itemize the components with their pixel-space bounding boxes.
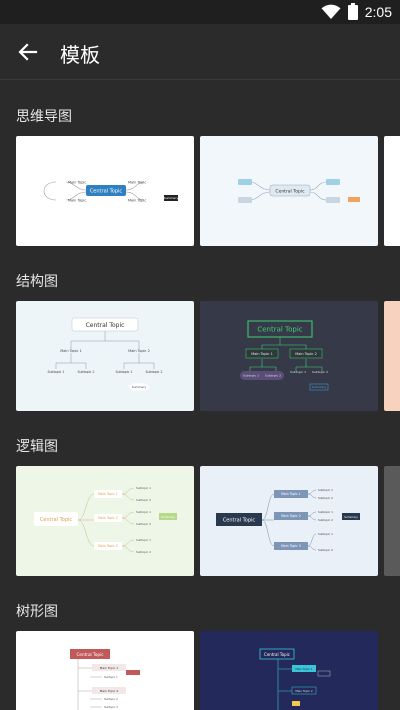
svg-text:Main Topic 2: Main Topic 2 — [100, 689, 119, 693]
svg-text:Main Topic 2: Main Topic 2 — [295, 689, 312, 693]
central-topic: Central Topic — [275, 189, 305, 195]
svg-text:Subtopic 2: Subtopic 2 — [136, 550, 151, 554]
template-row-logic[interactable]: Central Topic Main Topic 1 Main Topic 2 … — [16, 466, 400, 576]
section-title-structure: 结构图 — [16, 274, 58, 290]
svg-text:Main Topic 2: Main Topic 2 — [98, 516, 118, 520]
central-topic: Central Topic — [40, 517, 73, 523]
back-button[interactable] — [14, 38, 42, 66]
app-bar: 模板 — [0, 24, 400, 80]
template-card-partial[interactable] — [384, 466, 400, 576]
svg-text:Subtopic 1: Subtopic 1 — [136, 538, 151, 542]
svg-text:Subtopic 1: Subtopic 1 — [318, 488, 333, 492]
template-card[interactable]: Central Topic Main Topic Main Topic Main… — [16, 136, 194, 246]
template-row-structure[interactable]: Central Topic Main Topic 1 Main Topic 2 … — [16, 301, 400, 411]
arrow-left-icon — [18, 43, 38, 61]
svg-text:Subtopic 1: Subtopic 1 — [136, 510, 151, 514]
template-preview: Central Topic Main Topic 1 Main Topic 2 … — [70, 649, 140, 710]
svg-text:Main Topic: Main Topic — [128, 199, 146, 203]
svg-text:Summary: Summary — [161, 515, 175, 519]
wifi-icon — [321, 4, 341, 19]
template-preview: Central Topic Main Topic 1 Main Topic 2 — [259, 648, 331, 710]
svg-text:Main Topic: Main Topic — [68, 181, 86, 185]
template-card[interactable]: Central Topic Main Topic 1 Main Topic 2 … — [200, 301, 378, 411]
svg-text:Subtopic 1: Subtopic 1 — [243, 374, 259, 378]
svg-text:Subtopic 2: Subtopic 2 — [136, 522, 151, 526]
svg-text:Subtopic 1: Subtopic 1 — [116, 370, 133, 374]
template-row-mindmap[interactable]: Central Topic Main Topic Main Topic Main… — [16, 136, 400, 246]
svg-text:Summary: Summary — [344, 515, 358, 519]
svg-text:Subtopic 1: Subtopic 1 — [136, 486, 151, 490]
central-topic: Central Topic — [223, 518, 256, 524]
svg-text:Subtopic 2: Subtopic 2 — [318, 548, 333, 552]
template-card-partial[interactable] — [384, 301, 400, 411]
svg-text:Subtopic 2: Subtopic 2 — [318, 518, 333, 522]
svg-text:Main Topic 2: Main Topic 2 — [128, 349, 150, 353]
svg-text:Summary: Summary — [132, 385, 147, 389]
svg-text:Subtopic 2: Subtopic 2 — [104, 697, 118, 701]
svg-text:Subtopic 2: Subtopic 2 — [136, 498, 151, 502]
svg-text:Summary: Summary — [164, 196, 179, 200]
template-card[interactable]: Central Topic — [200, 136, 378, 246]
svg-text:Subtopic 1: Subtopic 1 — [318, 510, 333, 514]
template-card[interactable]: Central Topic Main Topic 1 Main Topic 2 … — [16, 301, 194, 411]
template-preview: Central Topic Main Topic Main Topic Main… — [43, 181, 179, 203]
svg-text:Main Topic: Main Topic — [128, 181, 146, 185]
template-card-partial[interactable] — [384, 136, 400, 246]
template-preview: Central Topic Main Topic 1 Main Topic 2 … — [48, 317, 163, 391]
template-preview: Central Topic — [238, 179, 360, 203]
svg-text:Main Topic 2: Main Topic 2 — [281, 514, 301, 518]
svg-text:Subtopic 1: Subtopic 1 — [104, 675, 118, 679]
template-card[interactable]: Central Topic Main Topic 1 Main Topic 2 … — [16, 466, 194, 576]
svg-text:Subtopic 2: Subtopic 2 — [146, 370, 163, 374]
svg-text:Summary: Summary — [312, 385, 327, 389]
svg-text:Subtopic 2: Subtopic 2 — [312, 370, 328, 374]
svg-text:Subtopic 1: Subtopic 1 — [290, 370, 306, 374]
battery-icon — [347, 3, 358, 20]
status-time: 2:05 — [364, 3, 392, 20]
central-topic: Central Topic — [257, 326, 302, 334]
svg-text:Subtopic 1: Subtopic 1 — [318, 532, 333, 536]
template-card[interactable]: Central Topic Main Topic 1 Main Topic 2 … — [16, 631, 194, 710]
svg-text:Main Topic 1: Main Topic 1 — [251, 352, 273, 356]
section-title-logic: 逻辑图 — [16, 439, 58, 455]
svg-text:Main Topic 1: Main Topic 1 — [295, 667, 312, 671]
svg-text:Main Topic 1: Main Topic 1 — [98, 492, 118, 496]
svg-text:Subtopic 2: Subtopic 2 — [318, 496, 333, 500]
svg-text:Main Topic 1: Main Topic 1 — [100, 666, 119, 670]
svg-text:Main Topic 1: Main Topic 1 — [60, 349, 82, 353]
section-title-tree: 树形图 — [16, 604, 58, 620]
svg-text:Main Topic 3: Main Topic 3 — [281, 544, 301, 548]
section-title-mindmap: 思维导图 — [16, 109, 72, 125]
svg-text:Main Topic 1: Main Topic 1 — [281, 492, 301, 496]
svg-text:Main Topic 3: Main Topic 3 — [98, 544, 118, 548]
svg-text:Subtopic 2: Subtopic 2 — [265, 374, 281, 378]
central-topic: Central Topic — [264, 652, 290, 657]
template-preview: Central Topic Main Topic 1 Main Topic 2 … — [34, 486, 177, 554]
central-topic: Central Topic — [90, 189, 123, 195]
central-topic: Central Topic — [76, 652, 104, 657]
template-preview: Central Topic Main Topic 1 Main Topic 2 … — [216, 488, 360, 552]
template-preview: Central Topic Main Topic 1 Main Topic 2 … — [240, 320, 329, 391]
central-topic: Central Topic — [86, 322, 125, 329]
page-title: 模板 — [60, 43, 100, 67]
template-row-tree[interactable]: Central Topic Main Topic 1 Main Topic 2 … — [16, 631, 400, 710]
svg-text:Main Topic: Main Topic — [68, 199, 86, 203]
status-icons: 2:05 — [321, 3, 392, 20]
svg-text:Subtopic 2: Subtopic 2 — [78, 370, 95, 374]
svg-text:Subtopic 3: Subtopic 3 — [104, 705, 118, 709]
svg-text:Subtopic 1: Subtopic 1 — [48, 370, 65, 374]
svg-text:Main Topic 2: Main Topic 2 — [295, 352, 317, 356]
template-card[interactable]: Central Topic Main Topic 1 Main Topic 2 … — [200, 466, 378, 576]
template-card[interactable]: Central Topic Main Topic 1 Main Topic 2 — [200, 631, 378, 710]
status-bar: 2:05 — [0, 0, 400, 24]
